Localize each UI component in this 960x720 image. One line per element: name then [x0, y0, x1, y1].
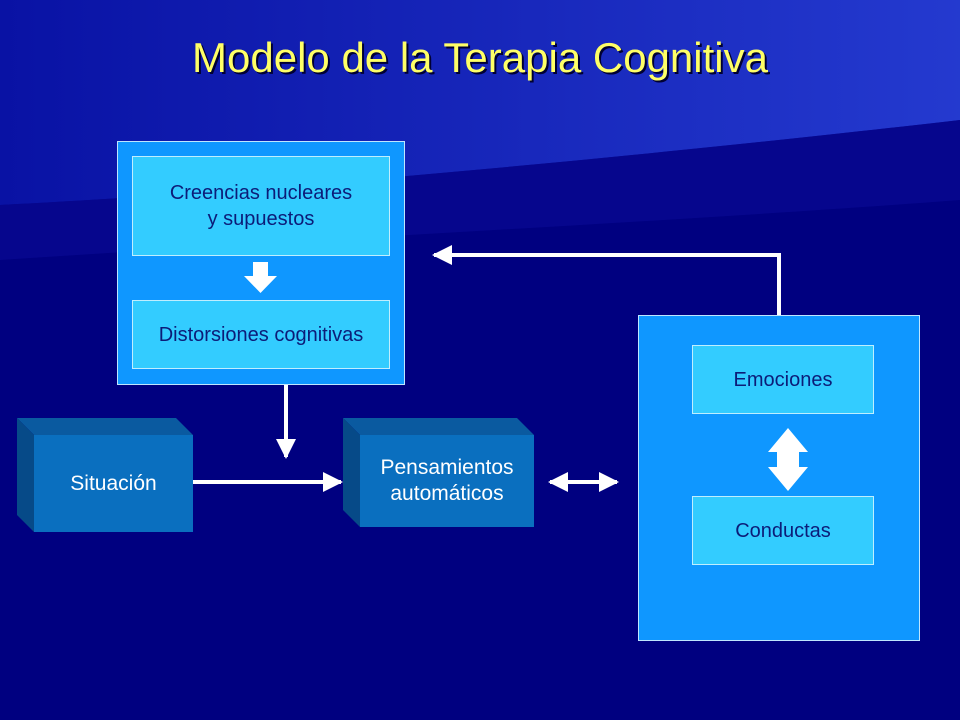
pensamientos-label-line1: Pensamientos — [380, 456, 514, 479]
creencias-label-line1: Creencias nucleares — [169, 182, 353, 204]
distorsiones-box: Distorsiones cognitivas — [132, 300, 390, 369]
pensamientos-label-line2: automáticos — [390, 482, 504, 505]
emociones-box: Emociones — [692, 345, 874, 414]
situacion-label: Situación — [70, 471, 157, 495]
down-block-arrow — [244, 262, 277, 293]
creencias-box: Creencias nucleares y supuestos — [132, 156, 390, 256]
pensamientos-label-container: Pensamientos automáticos — [360, 435, 534, 527]
conductas-box: Conductas — [692, 496, 874, 565]
slide-title: Modelo de la Terapia Cognitiva — [192, 34, 768, 81]
feedback-elbow-arrow — [432, 245, 781, 315]
emociones-conductas-double-arrow — [768, 428, 808, 491]
emociones-label: Emociones — [733, 368, 833, 391]
situacion-label-container: Situación — [34, 435, 193, 532]
pensamientos-block — [343, 418, 534, 527]
distorsiones-label: Distorsiones cognitivas — [158, 323, 364, 346]
conductas-label: Conductas — [735, 519, 831, 542]
creencias-label-line2: y supuestos — [207, 208, 315, 230]
situacion-block — [17, 418, 193, 532]
